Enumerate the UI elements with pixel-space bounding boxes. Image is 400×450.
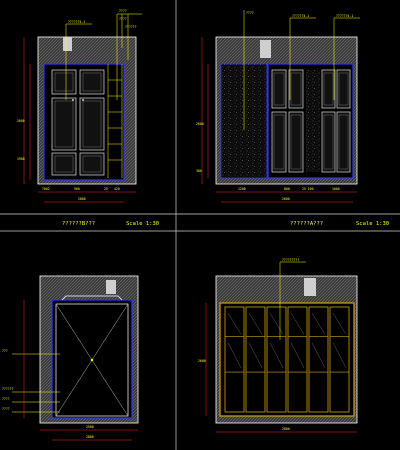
annotation-tag: ?????? [2, 387, 14, 391]
wardrobe-door-grid [224, 306, 350, 413]
door-knobs [72, 99, 84, 101]
drawing-title: ??????B??? [62, 221, 95, 227]
wardrobe-door [224, 306, 245, 413]
dimension-text: 2800 [78, 197, 86, 201]
dimension-text: 2600 [196, 122, 204, 126]
elevation-top-left: ??????4.1 ???? ???? ?????? 7002 560 25 4… [17, 9, 142, 203]
dimension-text: 2500 [86, 425, 94, 429]
caption-right: ??????A??? Scale 1:30 [290, 221, 389, 227]
annotation-tag: ?????? [125, 25, 137, 29]
dimension-text: 2600 [17, 119, 25, 123]
dimension-text: 800 [284, 187, 290, 191]
glass-reflection [248, 342, 263, 368]
drawing-scale: Scale 1:30 [356, 221, 389, 227]
glass-reflection [311, 342, 326, 368]
wardrobe-door [266, 306, 287, 413]
upper-door-right [79, 69, 105, 95]
dimension-text: 1000 [332, 187, 340, 191]
dimension-lines [201, 37, 357, 203]
ceiling-notch [63, 37, 72, 51]
door-head-trim [61, 295, 123, 301]
wardrobe-doors [271, 69, 351, 173]
annotation-tag: ??????4.1 [292, 14, 309, 18]
glass-reflection [332, 312, 347, 335]
annotation-tag: ??????4.1 [68, 20, 85, 24]
elevation-top-right: ???? ??????4.1 ??????4.1 1200 800 25 100… [196, 10, 360, 203]
caption-left: ??????B??? Scale 1:30 [62, 221, 159, 227]
wardrobe-door [245, 306, 266, 413]
annotation-tag: ???? [119, 9, 127, 13]
drawing-scale: Scale 1:30 [126, 221, 159, 227]
annotation-tag: ???? [2, 397, 10, 401]
glass-reflection [248, 312, 263, 335]
dimension-text: 7002 [42, 187, 50, 191]
ceiling-notch [106, 280, 116, 294]
glass-reflection [290, 342, 305, 368]
stone-wall-panel-mid [306, 70, 320, 172]
base-door-left [51, 152, 77, 176]
side-shelves [107, 64, 123, 178]
dimension-text: 2600 [198, 359, 206, 363]
wardrobe-doors [51, 69, 105, 176]
annotation-tag: ???? [119, 17, 127, 21]
leader-lines [65, 13, 142, 100]
leader-lines [12, 353, 60, 413]
elevation-bottom-left: ??? ?????? ???? ???? 2500 2800 [2, 275, 139, 441]
dimension-lines [205, 303, 357, 433]
dimension-text: 1900 [17, 157, 25, 161]
center-mark [90, 358, 94, 362]
dimension-text: 420 [114, 187, 120, 191]
dimension-lines [23, 37, 136, 203]
wardrobe-door [308, 306, 329, 413]
annotation-tag: ??????4.1 [336, 14, 353, 18]
door-inner-panels [54, 72, 102, 173]
leader-lines [243, 10, 360, 130]
dimension-text: 560 [74, 187, 80, 191]
wardrobe-door [287, 306, 308, 413]
dimension-text: 2600 [282, 197, 290, 201]
lower-door-left [51, 97, 77, 151]
annotation-tag: ???? [246, 11, 254, 15]
glass-reflection [227, 312, 242, 335]
lower-door-right [79, 97, 105, 151]
glass-reflection [269, 312, 284, 335]
glass-reflection [290, 312, 305, 335]
dimension-text: 25 100 [302, 187, 314, 191]
annotation-tag: ????????? [282, 258, 299, 262]
base-door-right [79, 152, 105, 176]
dimension-text: 25 [104, 187, 108, 191]
upper-door-left [51, 69, 77, 95]
drawing-title: ??????A??? [290, 221, 323, 227]
door-inner-panels [273, 72, 349, 170]
wardrobe-door [329, 306, 350, 413]
dimension-text: 2800 [282, 427, 290, 431]
dimension-lines [23, 300, 138, 441]
ceiling-notch [304, 278, 316, 296]
annotation-tag: ???? [2, 407, 10, 411]
elevation-bottom-right: ????????? 2800 2600 [198, 258, 358, 433]
glass-reflection [332, 342, 347, 368]
glass-reflection [311, 312, 326, 335]
leader-lines [279, 261, 306, 340]
dimension-text: 300 [196, 169, 202, 173]
dimension-text: 1200 [238, 187, 246, 191]
dimension-text: 2800 [86, 435, 94, 439]
ceiling-notch [260, 40, 271, 58]
annotation-tag: ??? [2, 349, 8, 353]
glass-reflection [269, 342, 284, 368]
glass-reflection [227, 342, 242, 368]
